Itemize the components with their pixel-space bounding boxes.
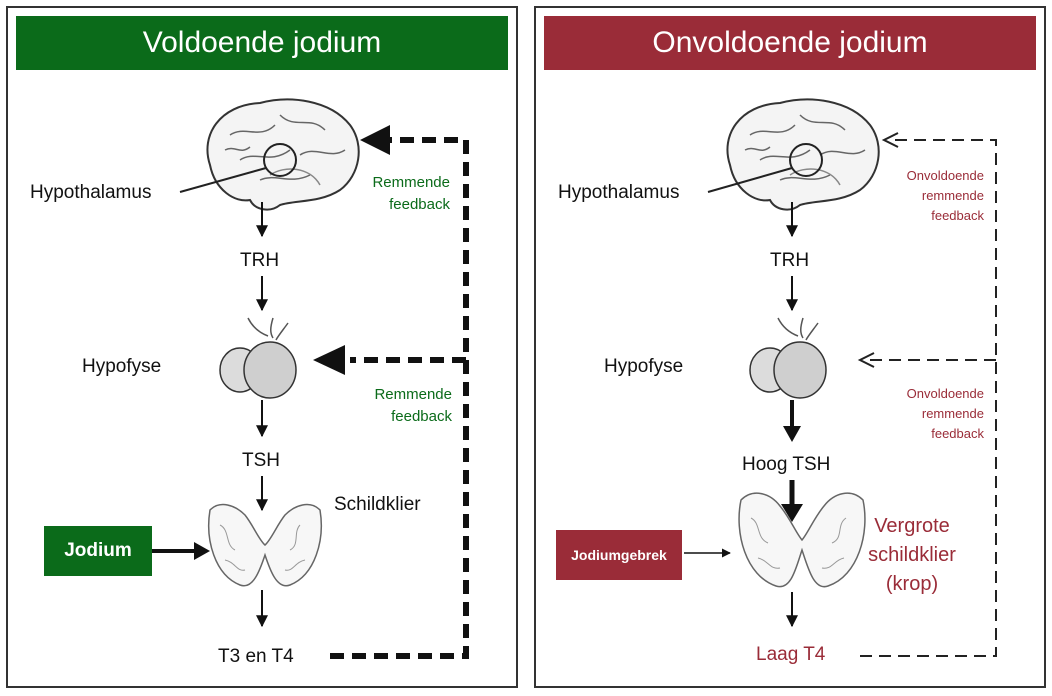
jodium-badge: Jodium: [44, 526, 152, 576]
feedback-arrowhead-icon: [881, 132, 899, 148]
feedback-line-1: Onvoldoende: [906, 386, 984, 401]
jodiumgebrek-badge: Jodiumgebrek: [556, 530, 682, 580]
label-hypothalamus: Hypothalamus: [558, 182, 680, 203]
feedback-label-mid: Remmende feedback: [340, 384, 452, 428]
pointer-line: [707, 167, 793, 193]
label-t3-t4: T3 en T4: [218, 646, 294, 667]
label-trh: TRH: [770, 250, 810, 271]
label-trh: TRH: [240, 250, 280, 271]
panel-title: Onvoldoende jodium: [544, 16, 1036, 70]
label-enlarged-thyroid: Vergrote schildklier (krop): [854, 512, 970, 599]
feedback-line-2: remmende: [921, 406, 984, 421]
feedback-line-1: Onvoldoende: [906, 168, 984, 183]
feedback-arrowhead-icon: [360, 125, 390, 155]
feedback-arrowhead-icon: [313, 345, 345, 375]
label-hypofyse: Hypofyse: [604, 356, 684, 377]
pituitary-icon: [749, 317, 827, 399]
label-hypofyse: Hypofyse: [82, 356, 162, 377]
label-tsh: TSH: [242, 450, 280, 471]
enlarged-thyroid-icon: [738, 492, 866, 588]
label-schildklier: Schildklier: [334, 494, 421, 515]
feedback-line-3: feedback: [931, 208, 984, 223]
label-line-1: Vergrote: [874, 515, 950, 537]
pointer-line: [179, 167, 267, 193]
brain-icon: [726, 98, 880, 211]
brain-icon: [206, 98, 360, 211]
label-line-2: schildklier: [868, 544, 956, 566]
label-high-tsh: Hoog TSH: [742, 454, 831, 475]
feedback-label-top: Onvoldoende remmende feedback: [878, 166, 984, 226]
hypothalamus-marker-icon: [263, 143, 297, 177]
label-low-t4: Laag T4: [756, 644, 826, 665]
hypothalamus-marker-icon: [789, 143, 823, 177]
feedback-arrowhead-icon: [857, 352, 875, 368]
thyroid-icon: [208, 503, 322, 587]
feedback-line-1: Remmende: [372, 174, 450, 191]
label-hypothalamus: Hypothalamus: [30, 182, 152, 203]
feedback-line-2: remmende: [921, 188, 984, 203]
label-line-3: (krop): [885, 573, 939, 595]
feedback-line-1: Remmende: [374, 386, 452, 403]
pituitary-icon: [219, 317, 297, 399]
feedback-line-3: feedback: [931, 426, 984, 441]
feedback-label-top: Remmende feedback: [340, 172, 450, 216]
feedback-line-2: feedback: [389, 196, 450, 213]
feedback-label-mid: Onvoldoende remmende feedback: [878, 384, 984, 444]
feedback-line-2: feedback: [391, 408, 452, 425]
panel-title: Voldoende jodium: [16, 16, 508, 70]
feedback-loop-line: [860, 139, 997, 657]
feedback-loop-line: [330, 137, 469, 659]
